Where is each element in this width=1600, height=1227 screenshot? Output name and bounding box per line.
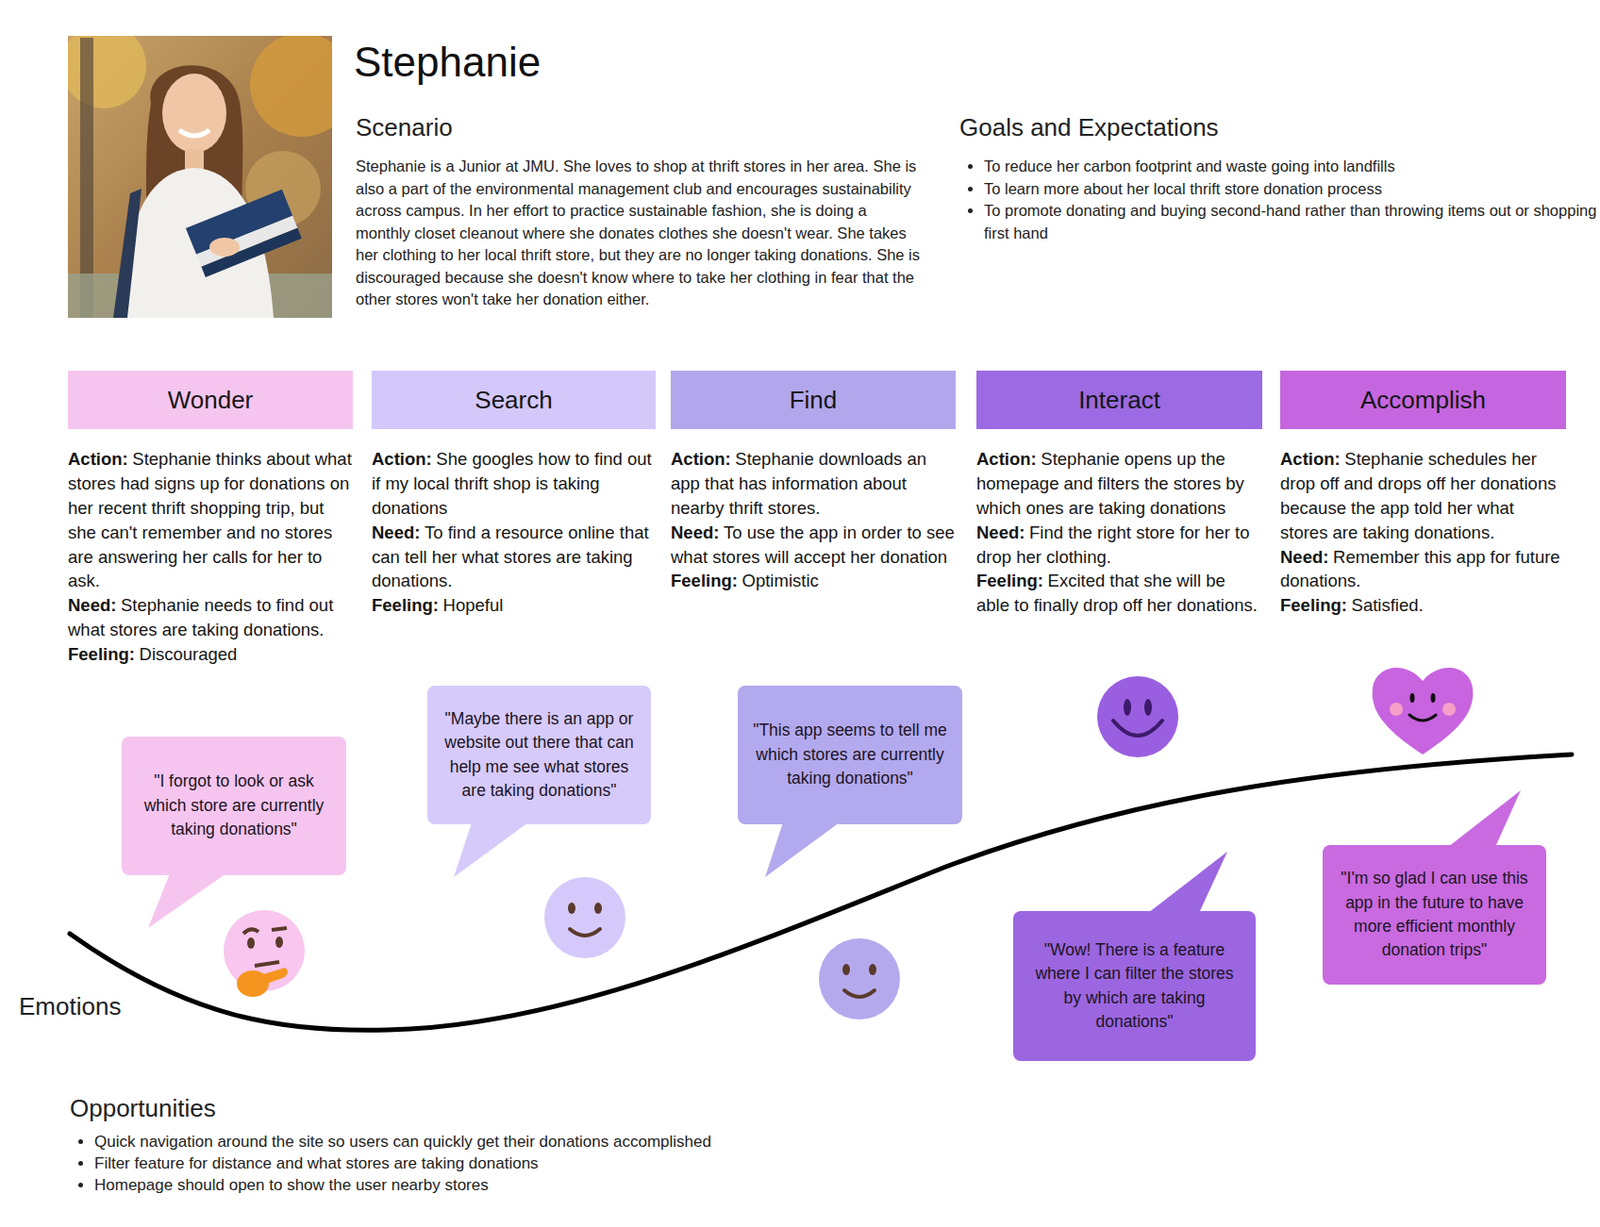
- detail-key: Feeling:: [670, 570, 738, 591]
- detail-line: Action:Stephanie thinks about what store…: [67, 447, 353, 594]
- quote-text: "This app seems to tell me which stores …: [752, 718, 948, 791]
- speech-bubble: "I forgot to look or ask which store are…: [121, 736, 347, 876]
- detail-line: Feeling:Hopeful: [371, 593, 657, 618]
- detail-key: Feeling:: [976, 570, 1044, 591]
- bubble-tail: [427, 685, 651, 825]
- bubble-tail-shape: [1448, 790, 1521, 848]
- detail-key: Action:: [670, 449, 732, 469]
- persona-photo: [67, 35, 333, 318]
- stage-header: Accomplish: [1280, 370, 1567, 430]
- smile-emoji: [544, 877, 626, 959]
- detail-line: Need:To use the app in order to see what…: [670, 520, 956, 570]
- section-heading: Goals and Expectations: [959, 113, 1219, 143]
- quote-text: "Maybe there is an app or website out th…: [442, 707, 636, 804]
- detail-key: Need:: [976, 522, 1025, 543]
- detail-line: Feeling:Discouraged: [67, 642, 353, 667]
- detail-key: Feeling:: [371, 595, 439, 616]
- detail-line: Action:Stephanie schedules her drop off …: [1280, 447, 1566, 546]
- detail-line: Action:Stephanie downloads an app that h…: [670, 447, 956, 521]
- section-heading: Scenario: [355, 113, 453, 143]
- section-heading: Opportunities: [69, 1094, 217, 1124]
- opportunity-item: Homepage should open to show the user ne…: [94, 1174, 1133, 1197]
- detail-value: Hopeful: [443, 595, 504, 616]
- speech-bubble: "I'm so glad I can use this app in the f…: [1322, 845, 1547, 985]
- opportunity-item: Filter feature for distance and what sto…: [94, 1152, 1133, 1175]
- goal-item: To promote donating and buying second-ha…: [983, 200, 1598, 245]
- detail-key: Action:: [976, 449, 1037, 469]
- detail-key: Action:: [371, 449, 433, 469]
- stage-details: Action:Stephanie thinks about what store…: [67, 447, 353, 667]
- quote-text: "I forgot to look or ask which store are…: [136, 769, 332, 842]
- detail-value: Satisfied.: [1351, 595, 1424, 616]
- stage-title: Interact: [1078, 385, 1161, 416]
- detail-line: Need:To find a resource online that can …: [371, 520, 657, 595]
- detail-key: Need:: [371, 522, 420, 543]
- bubble-tail-shape: [453, 822, 529, 878]
- stage-header: Search: [371, 370, 656, 430]
- detail-line: Need:Find the right store for her to dro…: [976, 520, 1262, 570]
- stage-header: Find: [670, 370, 956, 430]
- detail-value: Discouraged: [139, 644, 238, 665]
- detail-line: Action:Stephanie opens up the homepage a…: [976, 447, 1262, 521]
- bubble-tail-shape: [1148, 851, 1228, 914]
- goal-list: To reduce her carbon footprint and waste…: [959, 155, 1598, 245]
- opportunity-item: Quick navigation around the site so user…: [94, 1131, 1133, 1153]
- stage-title: Search: [474, 385, 552, 416]
- stage-details: Action:Stephanie opens up the homepage a…: [976, 447, 1262, 618]
- stage-header: Wonder: [67, 370, 353, 430]
- detail-key: Need:: [1280, 547, 1329, 567]
- stage-details: Action:She googles how to find out if my…: [371, 447, 657, 618]
- stage-header: Interact: [976, 370, 1263, 430]
- stage-title: Find: [789, 385, 838, 416]
- stage-title: Wonder: [167, 385, 254, 416]
- scenario-text: Stephanie is a Junior at JMU. She loves …: [355, 155, 924, 312]
- bubble-tail: [1322, 845, 1547, 985]
- detail-key: Action:: [67, 449, 129, 469]
- thinking-emoji: [223, 910, 305, 998]
- opportunity-list: Quick navigation around the site so user…: [69, 1131, 1133, 1197]
- quote-text: "I'm so glad I can use this app in the f…: [1337, 866, 1532, 964]
- axis-label: Emotions: [18, 992, 121, 1022]
- detail-key: Feeling:: [67, 644, 135, 665]
- goal-item: To reduce her carbon footprint and waste…: [983, 155, 1598, 179]
- detail-key: Need:: [670, 522, 719, 543]
- heart-emoji: [1372, 667, 1474, 755]
- detail-line: Need:Stephanie needs to find out what st…: [67, 593, 353, 643]
- happy-emoji: [1097, 676, 1179, 758]
- detail-line: Feeling:Excited that she will be able to…: [976, 568, 1262, 618]
- detail-value: Stephanie thinks about what stores had s…: [67, 449, 352, 591]
- quote-text: "Wow! There is a feature where I can fil…: [1028, 938, 1241, 1035]
- detail-line: Feeling:Satisfied.: [1280, 593, 1566, 618]
- detail-key: Feeling:: [1280, 595, 1348, 616]
- detail-line: Feeling:Optimistic: [670, 568, 956, 594]
- stage-details: Action:Stephanie schedules her drop off …: [1280, 447, 1566, 618]
- bubble-tail-shape: [765, 822, 840, 878]
- speech-bubble: "Maybe there is an app or website out th…: [427, 685, 651, 825]
- bubble-tail-shape: [148, 873, 227, 929]
- bubble-tail: [1013, 911, 1256, 1062]
- smile-emoji: [818, 938, 900, 1020]
- stage-details: Action:Stephanie downloads an app that h…: [670, 447, 956, 594]
- speech-bubble: "This app seems to tell me which stores …: [737, 685, 963, 825]
- speech-bubble: "Wow! There is a feature where I can fil…: [1013, 911, 1256, 1062]
- stage-title: Accomplish: [1360, 385, 1486, 416]
- persona-name: Stephanie: [353, 39, 541, 85]
- detail-key: Need:: [67, 595, 117, 616]
- detail-value: Optimistic: [742, 570, 819, 591]
- goal-item: To learn more about her local thrift sto…: [983, 178, 1598, 201]
- detail-line: Need:Remember this app for future donati…: [1280, 545, 1566, 595]
- detail-key: Action:: [1280, 449, 1341, 469]
- detail-line: Action:She googles how to find out if my…: [371, 447, 657, 521]
